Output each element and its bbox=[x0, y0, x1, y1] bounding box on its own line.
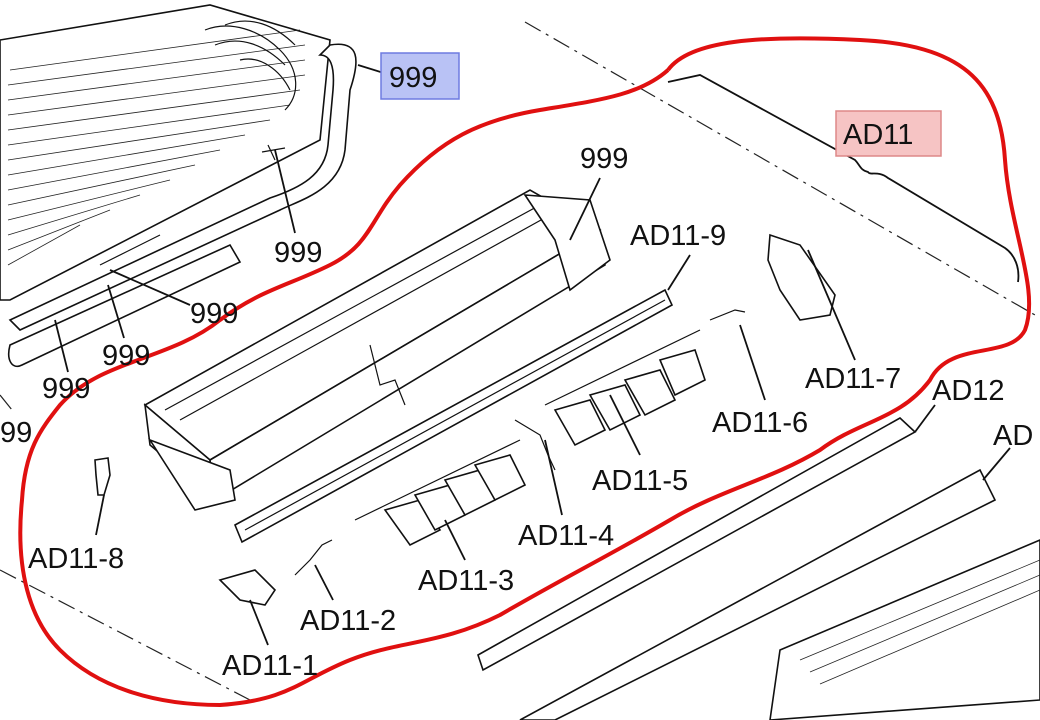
label-999-upper: 999 bbox=[580, 143, 628, 175]
label-ad11-4: AD11-4 bbox=[518, 520, 614, 552]
label-ad11-2: AD11-2 bbox=[300, 605, 396, 637]
label-999-hose: 999 bbox=[42, 373, 90, 405]
construction-lines bbox=[0, 21, 1036, 701]
small-parts bbox=[94, 233, 836, 606]
label-ad12: AD12 bbox=[932, 375, 1005, 407]
louver-strip bbox=[233, 288, 674, 544]
label-ad11-6: AD11-6 bbox=[712, 407, 808, 439]
label-999-top: 999 bbox=[389, 62, 437, 94]
label-999-tube: 999 bbox=[102, 340, 150, 372]
side-panels bbox=[477, 417, 1040, 720]
label-999-clip: 999 bbox=[274, 237, 322, 269]
louver-blades bbox=[354, 329, 706, 547]
highlight-outline bbox=[18, 36, 1032, 708]
tag-999-highlight: 999 bbox=[380, 52, 460, 100]
ad11-bracket bbox=[667, 74, 1020, 283]
label-ad-cut: AD bbox=[993, 420, 1033, 452]
label-ad11-1: AD11-1 bbox=[222, 650, 318, 682]
label-999-bracket: 999 bbox=[190, 298, 238, 330]
label-ad11-9: AD11-9 bbox=[630, 220, 726, 252]
label-ad11-5: AD11-5 bbox=[592, 465, 688, 497]
tag-ad11-highlight: AD11 bbox=[835, 110, 942, 157]
label-99-edge: 99 bbox=[0, 417, 32, 449]
coil-assembly bbox=[0, 4, 357, 367]
leader-lines bbox=[54, 64, 1011, 646]
label-ad11-7: AD11-7 bbox=[805, 363, 901, 395]
label-ad11-3: AD11-3 bbox=[418, 565, 514, 597]
drain-pan-frame bbox=[143, 189, 611, 511]
label-ad11: AD11 bbox=[843, 119, 913, 151]
label-ad11-8: AD11-8 bbox=[28, 543, 124, 575]
